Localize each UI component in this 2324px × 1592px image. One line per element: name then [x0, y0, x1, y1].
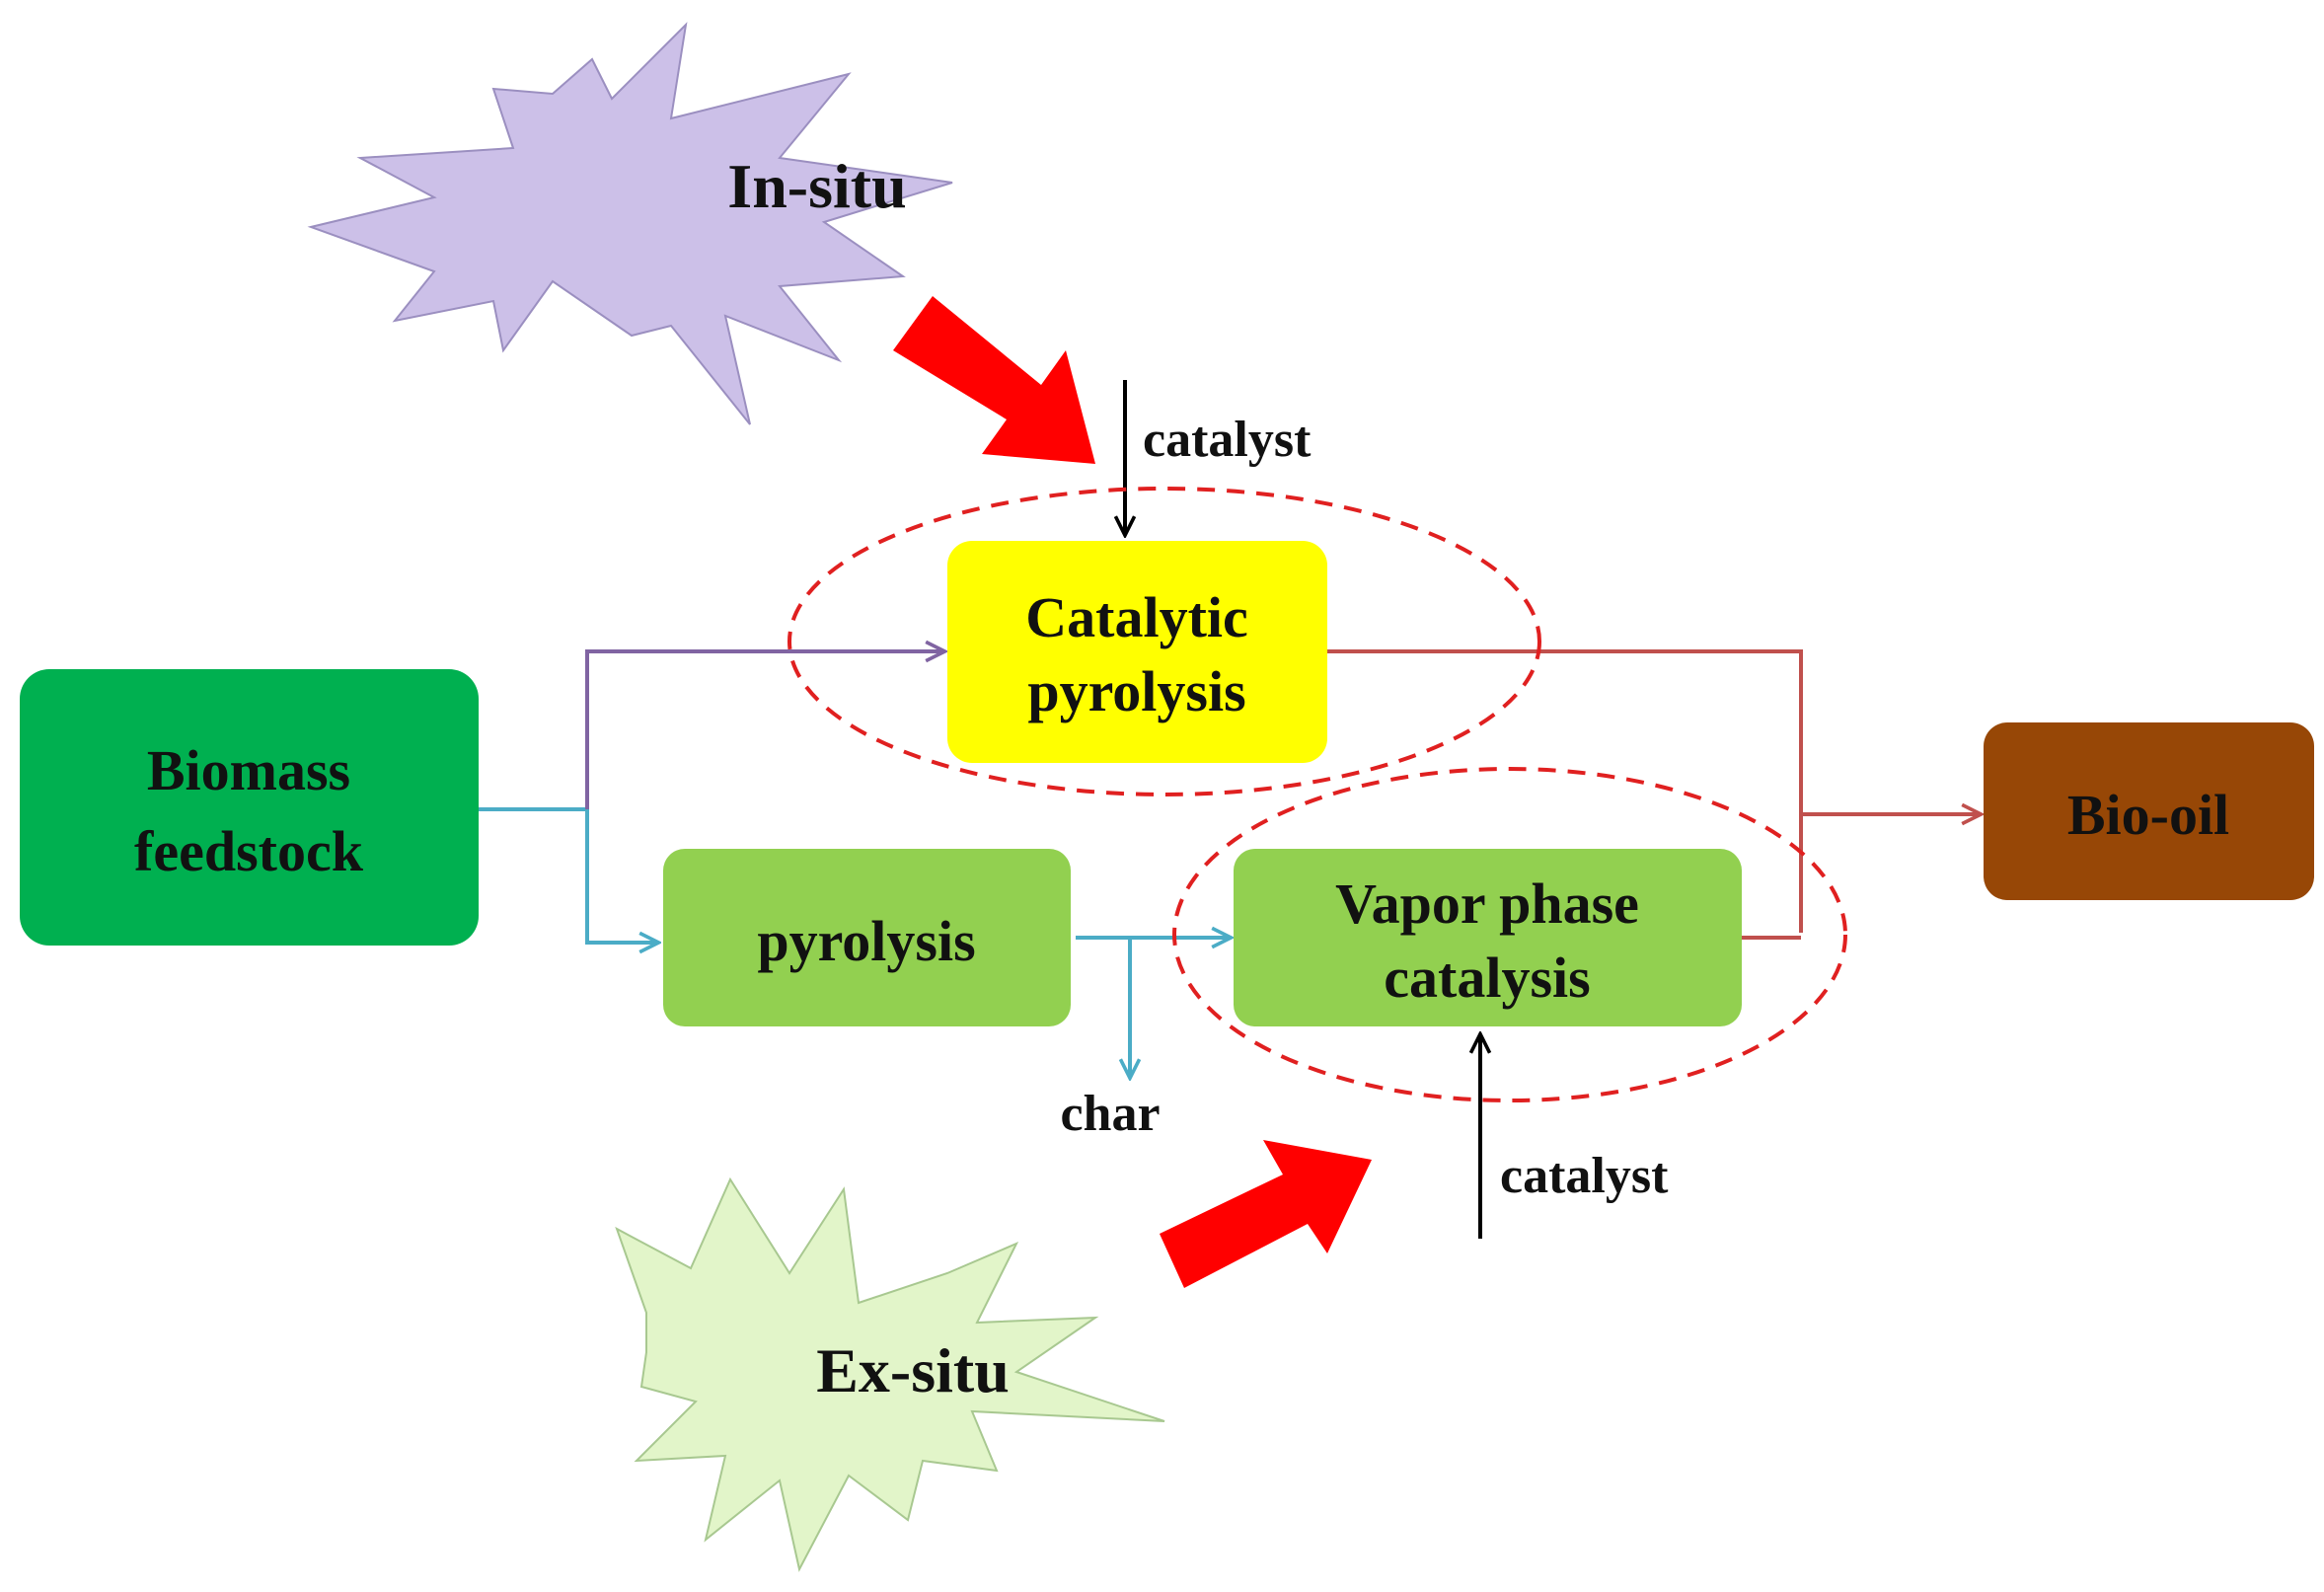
in-situ-dashed-ellipse	[787, 487, 1541, 796]
biomass-to-pyrolysis-line	[585, 809, 656, 943]
catalytic-pyrolysis-label-line1: Catalytic	[1025, 585, 1248, 649]
bio-oil-node: Bio-oil	[1984, 722, 2314, 900]
vapor-phase-label-line1: Vapor phase	[1335, 872, 1639, 936]
in-situ-burst: In-situ	[307, 22, 953, 425]
connectors	[479, 380, 1979, 1239]
in-situ-burst-shape	[307, 22, 953, 425]
ex-situ-burst-shape	[615, 1176, 1165, 1572]
catalytic-pyrolysis-box	[947, 541, 1327, 763]
in-situ-highlight-arrow	[893, 296, 1095, 464]
in-situ-label: In-situ	[727, 151, 906, 221]
ex-situ-label: Ex-situ	[816, 1335, 1010, 1405]
bio-oil-box	[1984, 722, 2314, 900]
ex-situ-burst: Ex-situ	[615, 1176, 1165, 1572]
vapor-phase-node: Vapor phase catalysis	[1234, 849, 1742, 1026]
catalytic-to-bio-oil-line	[1327, 649, 1803, 933]
ex-situ-dashed-ellipse	[1172, 767, 1847, 1102]
catalytic-pyrolysis-node: Catalytic pyrolysis	[947, 541, 1327, 763]
bio-oil-label: Bio-oil	[2067, 783, 2229, 847]
pyrolysis-label: pyrolysis	[757, 909, 975, 973]
vapor-phase-catalysis-box	[1234, 849, 1742, 1026]
biomass-box	[20, 669, 479, 946]
biomass-node: Biomass feedstock	[20, 669, 479, 946]
catalytic-pyrolysis-label-line2: pyrolysis	[1027, 659, 1245, 723]
char-label: char	[1060, 1086, 1160, 1142]
vapor-phase-label-line2: catalysis	[1384, 946, 1590, 1010]
biomass-to-catalytic-line	[585, 651, 942, 809]
biomass-label-line1: Biomass	[147, 738, 350, 802]
pyrolysis-node: pyrolysis	[663, 849, 1071, 1026]
biomass-label-line2: feedstock	[134, 819, 364, 883]
catalyst-bottom-label: catalyst	[1500, 1148, 1669, 1204]
ex-situ-highlight-arrow	[1160, 1140, 1372, 1288]
pyrolysis-box	[663, 849, 1071, 1026]
catalyst-top-label: catalyst	[1143, 412, 1312, 468]
